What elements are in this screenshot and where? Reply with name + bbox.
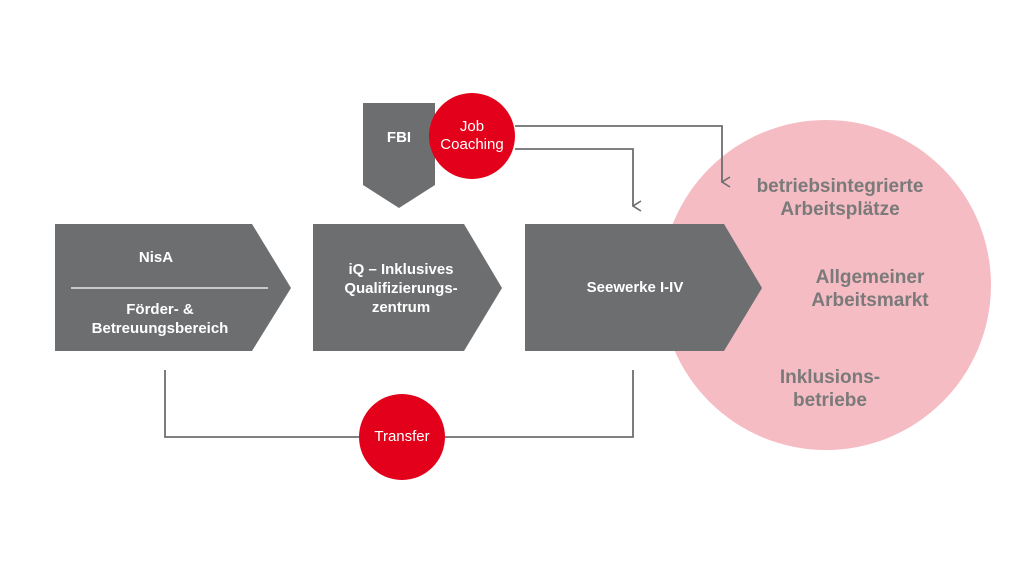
- market-item-inclusion: Inklusions-betriebe: [779, 367, 881, 411]
- labour-market-circle: [661, 120, 991, 450]
- nisa-title: NisA: [138, 249, 174, 266]
- seewerke-shape: [525, 224, 762, 351]
- iq-label: iQ – Inklusives Qualifizierungs-zentrum: [344, 261, 458, 316]
- market-item-general: Allgemeiner Arbeitsmarkt: [811, 267, 929, 311]
- market-item-integrated: betriebsintegrierte Arbeitsplätze: [756, 176, 924, 220]
- seewerke-label: Seewerke I-IV: [586, 279, 684, 296]
- fbi-label: FBI: [386, 129, 412, 146]
- transfer-circle: [359, 394, 445, 480]
- iq-shape: [313, 224, 502, 351]
- job-coaching-circle: [429, 93, 515, 179]
- nisa-subtitle: Förder- & Betreuungsbereich: [91, 301, 229, 337]
- fbi-to-market-line: [515, 125, 722, 182]
- fbi-shape: [363, 103, 435, 208]
- coaching-to-seewerke-line: [515, 148, 633, 206]
- job-coaching-label: Job Coaching: [440, 118, 504, 153]
- transfer-label: Transfer: [374, 428, 430, 445]
